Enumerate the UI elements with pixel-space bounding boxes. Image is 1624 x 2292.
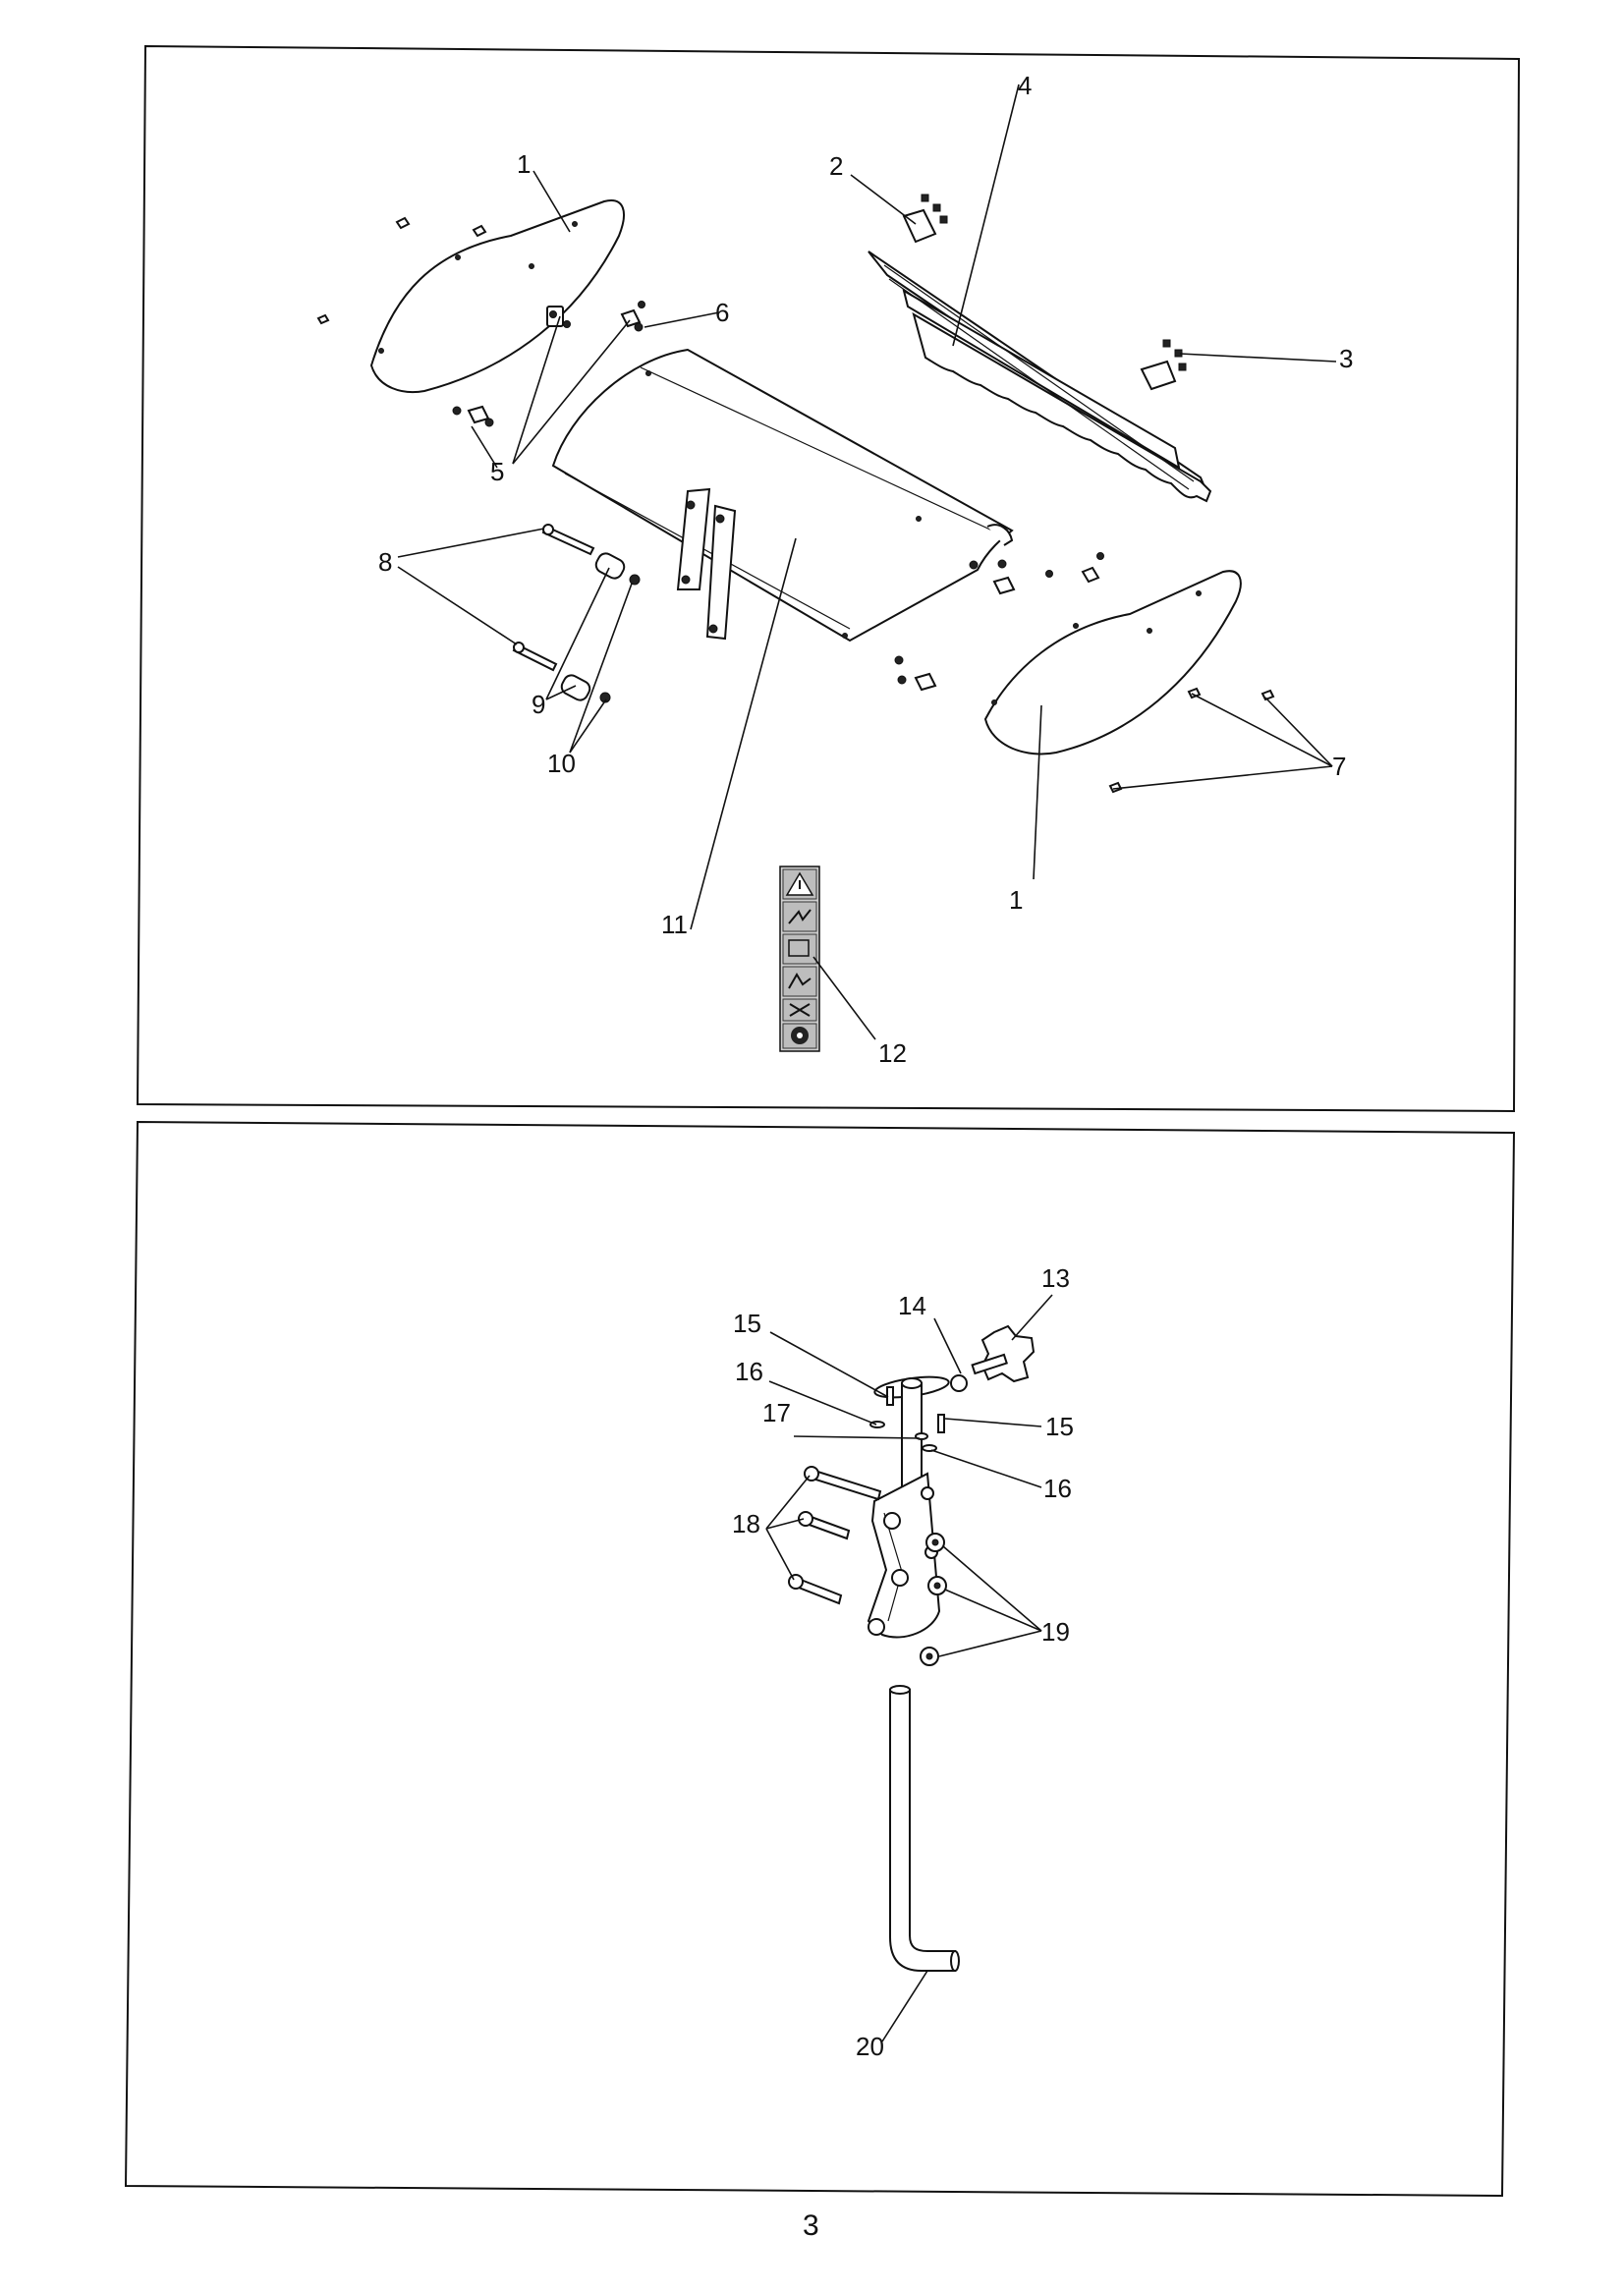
callout-11: 11	[661, 910, 688, 939]
callout-13: 13	[1041, 1263, 1070, 1293]
leaders-top	[397, 84, 1337, 1040]
nuts-19	[920, 1533, 947, 1666]
leaders-bottom	[765, 1294, 1053, 2042]
callout-15-right: 15	[1045, 1412, 1074, 1441]
callout-14: 14	[898, 1291, 926, 1320]
callout-2: 2	[829, 151, 843, 181]
callout-16-right: 16	[1043, 1474, 1072, 1503]
callout-4: 4	[1018, 71, 1032, 100]
bolts-spacers-nuts	[512, 524, 641, 703]
scraper-blade	[868, 251, 1212, 503]
callout-6: 6	[715, 298, 729, 327]
top-panel-frame	[136, 44, 1521, 1113]
nut-14	[950, 1374, 968, 1392]
callout-9: 9	[532, 690, 545, 719]
long-bolts-18	[788, 1466, 882, 1605]
fasteners-left	[316, 216, 645, 427]
handle-bracket	[867, 1375, 950, 1639]
callout-12: 12	[878, 1038, 907, 1068]
callout-19: 19	[1041, 1617, 1070, 1647]
callout-16-left: 16	[735, 1357, 763, 1386]
callout-17: 17	[762, 1398, 791, 1427]
side-plate-right	[983, 570, 1242, 755]
callout-5: 5	[490, 457, 504, 486]
clip-2	[902, 194, 948, 244]
callout-18: 18	[732, 1509, 760, 1538]
clip-3	[1140, 339, 1187, 391]
callout-20: 20	[856, 2032, 884, 2061]
bottom-panel: 13 14 15 15 16 16 17 18 19 20	[124, 1120, 1516, 2198]
callout-3: 3	[1339, 344, 1353, 373]
callouts-top: 1 2 3 4 5 6 7 8 9 10 1 11 12	[378, 71, 1353, 1068]
top-panel: 1 2 3 4 5 6 7 8 9 10 1 11 12	[136, 44, 1521, 1113]
page-number: 3	[803, 2209, 819, 2242]
star-knob	[971, 1324, 1036, 1383]
l-handle	[889, 1685, 960, 1972]
bottom-panel-frame	[124, 1120, 1516, 2198]
warning-label	[779, 866, 820, 1052]
side-plate-left	[369, 199, 625, 393]
fasteners-right	[894, 552, 1275, 794]
main-cover	[551, 348, 1014, 643]
callout-15-left: 15	[733, 1309, 761, 1338]
callout-1-left: 1	[517, 149, 531, 179]
cover-bracket	[676, 487, 737, 641]
callout-1-right: 1	[1009, 885, 1023, 915]
callout-8: 8	[378, 547, 392, 577]
small-bolts-washers	[869, 1386, 945, 1452]
callouts-bottom: 13 14 15 15 16 16 17 18 19 20	[732, 1263, 1074, 2061]
callout-10: 10	[547, 749, 576, 778]
callout-7: 7	[1332, 752, 1346, 781]
